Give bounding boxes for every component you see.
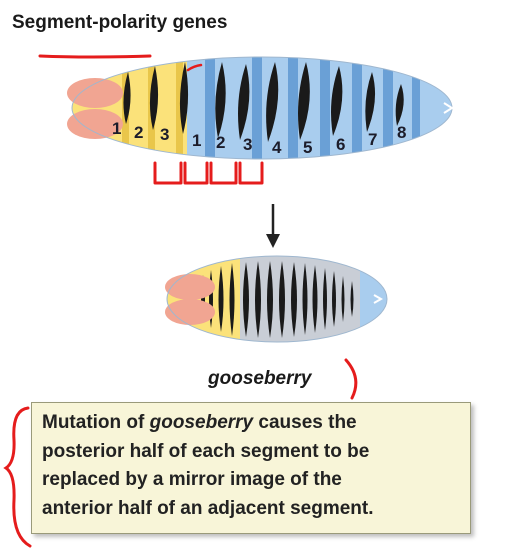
stripe — [215, 62, 226, 138]
segment-number: 3 — [243, 135, 252, 154]
caption-text: causes the — [253, 412, 357, 433]
wildtype-embryo: 1 2 3 1 2 3 4 5 6 7 8 — [67, 56, 454, 160]
stripe — [218, 266, 224, 332]
caption-text: Mutation of — [42, 412, 150, 433]
down-arrow-icon — [266, 204, 280, 248]
segment-number: 8 — [397, 123, 406, 142]
stripe — [332, 271, 336, 327]
stripe — [395, 84, 404, 126]
segment-number: 1 — [112, 119, 121, 138]
stripe — [365, 72, 376, 132]
mutant-label: gooseberry — [208, 368, 312, 389]
segment-number: 1 — [192, 131, 201, 150]
segment-number: 4 — [272, 138, 282, 157]
stripe — [279, 261, 285, 338]
caption-text: replaced by a mirror image of the — [42, 469, 342, 490]
caption-text: posterior half of each segment to be — [42, 440, 370, 462]
stripe — [331, 66, 343, 136]
stripe — [179, 62, 189, 134]
stripe — [255, 261, 261, 338]
caption-box: Mutation of gooseberry causes the poster… — [31, 402, 471, 534]
stripe — [350, 281, 354, 317]
stripe — [291, 262, 297, 337]
stripe — [312, 265, 318, 333]
red-tick-annotation — [186, 63, 203, 72]
stripe — [243, 262, 249, 337]
segment-number: 6 — [336, 135, 345, 154]
segment-number: 2 — [134, 123, 143, 142]
stripe — [267, 261, 273, 338]
mutant-embryo — [165, 255, 388, 343]
segment-number: 5 — [303, 138, 312, 157]
stripe — [123, 72, 131, 124]
red-brace-annotation — [3, 406, 32, 548]
caption-text: anterior half of an adjacent segment. — [42, 497, 374, 519]
stripe — [266, 62, 279, 142]
stripe — [302, 263, 308, 335]
red-paren-annotation — [344, 358, 358, 400]
stripe — [238, 64, 250, 140]
stripe — [229, 263, 235, 336]
segment-number: 3 — [160, 125, 169, 144]
caption-gene-name: gooseberry — [149, 412, 254, 433]
stripe — [298, 62, 310, 140]
segment-number: 7 — [368, 130, 377, 149]
segment-brackets-annotation — [153, 161, 264, 185]
title-underline-annotation — [38, 54, 152, 59]
stripe — [341, 276, 345, 322]
segment-number: 2 — [216, 133, 225, 152]
page-title: Segment-polarity genes — [12, 12, 228, 33]
stripe — [149, 66, 159, 130]
stripe — [323, 268, 327, 330]
